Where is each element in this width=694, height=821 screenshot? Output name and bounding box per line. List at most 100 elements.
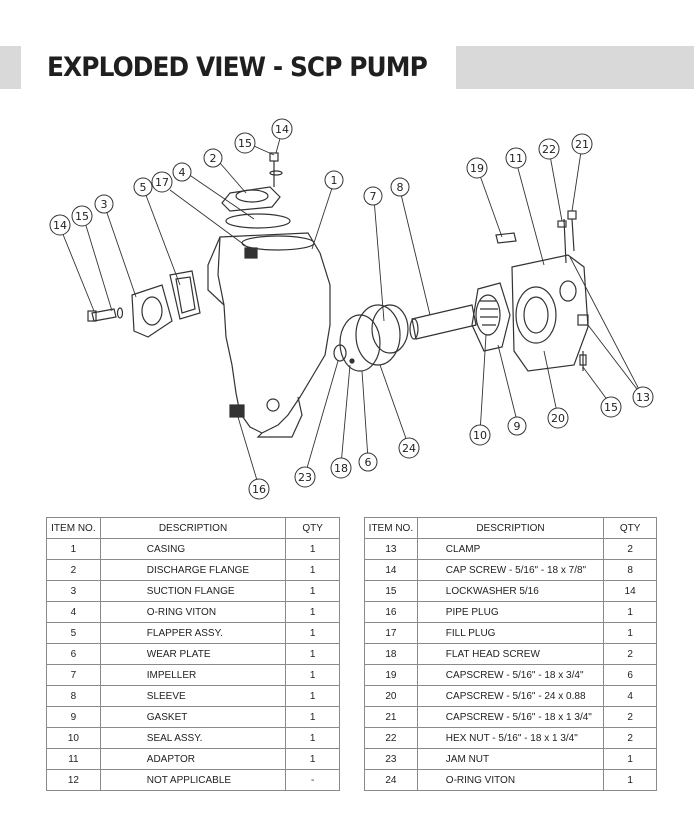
description: IMPELLER <box>99 664 287 686</box>
svg-text:13: 13 <box>636 391 650 404</box>
item-no: 10 <box>46 727 101 749</box>
svg-text:15: 15 <box>238 137 252 150</box>
item-no: 2 <box>46 559 101 581</box>
svg-text:20: 20 <box>551 412 565 425</box>
qty: 2 <box>603 643 657 665</box>
svg-text:2: 2 <box>210 152 217 165</box>
qty: 1 <box>285 706 340 728</box>
description: CAPSCREW - 5/16" - 18 x 1 3/4" <box>416 706 605 728</box>
description: WEAR PLATE <box>99 643 287 665</box>
description: CAPSCREW - 5/16" - 18 x 3/4" <box>416 664 605 686</box>
qty: 2 <box>603 538 657 560</box>
svg-text:14: 14 <box>53 219 67 232</box>
callout-11: 11 <box>505 147 527 169</box>
flapper-part <box>169 270 201 320</box>
svg-text:5: 5 <box>140 181 147 194</box>
callout-21: 21 <box>571 133 593 155</box>
qty: - <box>285 769 340 791</box>
svg-text:3: 3 <box>101 198 108 211</box>
item-no: 12 <box>46 769 101 791</box>
description: PIPE PLUG <box>416 601 605 623</box>
item-no: 19 <box>364 664 418 686</box>
suction-flange-part <box>131 284 173 338</box>
qty: 14 <box>603 580 657 602</box>
svg-text:6: 6 <box>365 456 372 469</box>
qty: 1 <box>285 538 340 560</box>
header-accent-right <box>456 46 694 89</box>
callout-18: 18 <box>330 457 352 479</box>
header-qty: QTY <box>285 517 340 539</box>
item-no: 23 <box>364 748 418 770</box>
casing-part <box>217 232 331 434</box>
qty: 1 <box>603 748 657 770</box>
callout-7: 7 <box>363 186 383 206</box>
qty: 1 <box>285 622 340 644</box>
header-accent-left <box>0 46 21 89</box>
description: ADAPTOR <box>99 748 287 770</box>
callout-16: 16 <box>248 478 270 500</box>
callout-14-top: 14 <box>271 118 293 140</box>
description: GASKET <box>99 706 287 728</box>
callout-1: 1 <box>324 170 344 190</box>
callout-8: 8 <box>390 177 410 197</box>
svg-text:21: 21 <box>575 138 589 151</box>
callout-15-left: 15 <box>71 205 93 227</box>
qty: 1 <box>603 622 657 644</box>
item-no: 18 <box>364 643 418 665</box>
callout-3: 3 <box>94 194 114 214</box>
svg-text:7: 7 <box>370 190 377 203</box>
qty: 8 <box>603 559 657 581</box>
callout-23: 23 <box>294 466 316 488</box>
callout-4: 4 <box>172 162 192 182</box>
item-no: 17 <box>364 622 418 644</box>
description: SLEEVE <box>99 685 287 707</box>
item-no: 4 <box>46 601 101 623</box>
description: CAPSCREW - 5/16" - 24 x 0.88 <box>416 685 605 707</box>
item-no: 22 <box>364 727 418 749</box>
qty: 1 <box>285 685 340 707</box>
callout-5: 5 <box>133 177 153 197</box>
callout-13: 13 <box>632 386 654 408</box>
svg-text:16: 16 <box>252 483 266 496</box>
description: DISCHARGE FLANGE <box>99 559 287 581</box>
callout-14-left: 14 <box>49 214 71 236</box>
description: SUCTION FLANGE <box>99 580 287 602</box>
adaptor-part <box>511 254 589 372</box>
callout-6: 6 <box>358 452 378 472</box>
svg-text:22: 22 <box>542 143 556 156</box>
callout-17: 17 <box>151 171 173 193</box>
qty: 1 <box>285 664 340 686</box>
svg-text:24: 24 <box>402 442 416 455</box>
description: O-RING VITON <box>416 769 605 791</box>
svg-text:9: 9 <box>514 420 521 433</box>
qty: 1 <box>603 601 657 623</box>
qty: 1 <box>285 748 340 770</box>
gasket-part <box>471 282 511 352</box>
qty: 1 <box>285 601 340 623</box>
svg-text:19: 19 <box>470 162 484 175</box>
svg-text:10: 10 <box>473 429 487 442</box>
item-no: 20 <box>364 685 418 707</box>
item-no: 14 <box>364 559 418 581</box>
exploded-view-diagram: 1 2 3 4 5 6 7 8 9 10 11 13 14 15 15 14 1… <box>49 118 654 500</box>
callout-9: 9 <box>507 416 527 436</box>
qty: 4 <box>603 685 657 707</box>
svg-text:8: 8 <box>397 181 404 194</box>
page-title: EXPLODED VIEW - SCP PUMP <box>47 52 428 83</box>
callout-24: 24 <box>398 437 420 459</box>
description: CAP SCREW - 5/16" - 18 x 7/8" <box>416 559 605 581</box>
